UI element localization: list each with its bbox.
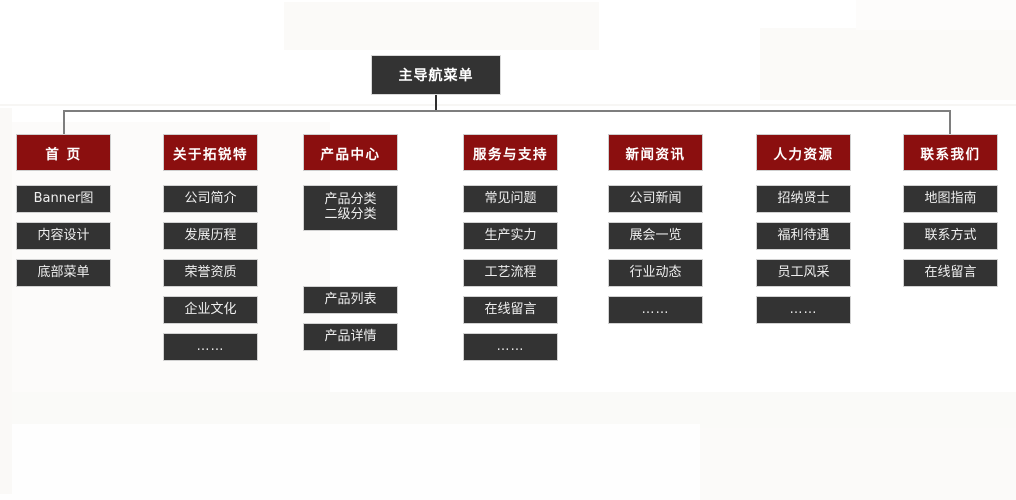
node-home-0[interactable]: Banner图 xyxy=(16,185,111,213)
column-header-products[interactable]: 产品中心 xyxy=(303,134,398,171)
background-panel xyxy=(700,428,1016,500)
column-items-home: Banner图内容设计底部菜单 xyxy=(16,185,111,287)
column-products: 产品中心产品分类 二级分类产品列表产品详情 xyxy=(303,134,398,360)
background-panel xyxy=(0,108,12,494)
column-header-service[interactable]: 服务与支持 xyxy=(463,134,558,171)
background-panel xyxy=(284,2,599,50)
node-contact-0[interactable]: 地图指南 xyxy=(903,185,998,213)
column-items-contact: 地图指南联系方式在线留言 xyxy=(903,185,998,287)
node-about-1[interactable]: 发展历程 xyxy=(163,222,258,250)
column-home: 首 页 Banner图内容设计底部菜单 xyxy=(16,134,111,296)
root-node-main-navigation-menu[interactable]: 主导航菜单 xyxy=(371,55,501,95)
column-items-news: 公司新闻展会一览行业动态 …… xyxy=(608,185,703,324)
column-service: 服务与支持常见问题生产实力工艺流程在线留言 …… xyxy=(463,134,558,370)
node-contact-2[interactable]: 在线留言 xyxy=(903,259,998,287)
node-service-1[interactable]: 生产实力 xyxy=(463,222,558,250)
node-news-3[interactable]: …… xyxy=(608,296,703,324)
column-items-products: 产品分类 二级分类产品列表产品详情 xyxy=(303,185,398,351)
node-contact-1[interactable]: 联系方式 xyxy=(903,222,998,250)
column-header-about[interactable]: 关于拓锐特 xyxy=(163,134,258,171)
node-news-0[interactable]: 公司新闻 xyxy=(608,185,703,213)
connector-drop-left xyxy=(63,110,65,134)
node-home-2[interactable]: 底部菜单 xyxy=(16,259,111,287)
column-header-hr[interactable]: 人力资源 xyxy=(756,134,851,171)
node-news-1[interactable]: 展会一览 xyxy=(608,222,703,250)
connector-drop-right xyxy=(949,110,951,134)
node-about-3[interactable]: 企业文化 xyxy=(163,296,258,324)
column-header-contact[interactable]: 联系我们 xyxy=(903,134,998,171)
node-about-4[interactable]: …… xyxy=(163,333,258,361)
node-news-2[interactable]: 行业动态 xyxy=(608,259,703,287)
node-service-3[interactable]: 在线留言 xyxy=(463,296,558,324)
node-service-4[interactable]: …… xyxy=(463,333,558,361)
node-products-2[interactable]: 产品详情 xyxy=(303,323,398,351)
node-hr-1[interactable]: 福利待遇 xyxy=(756,222,851,250)
column-items-service: 常见问题生产实力工艺流程在线留言 …… xyxy=(463,185,558,361)
node-about-0[interactable]: 公司简介 xyxy=(163,185,258,213)
column-header-home[interactable]: 首 页 xyxy=(16,134,111,171)
background-panel xyxy=(856,0,1016,30)
node-products-1[interactable]: 产品列表 xyxy=(303,286,398,314)
background-panel xyxy=(0,392,1016,440)
column-items-hr: 招纳贤士福利待遇员工风采 …… xyxy=(756,185,851,324)
background-panel xyxy=(0,424,700,500)
column-items-about: 公司简介发展历程荣誉资质企业文化 …… xyxy=(163,185,258,361)
node-hr-2[interactable]: 员工风采 xyxy=(756,259,851,287)
column-contact: 联系我们地图指南联系方式在线留言 xyxy=(903,134,998,296)
background-panel xyxy=(0,104,1016,106)
node-hr-3[interactable]: …… xyxy=(756,296,851,324)
connector-horizontal-bus xyxy=(63,110,951,112)
column-news: 新闻资讯公司新闻展会一览行业动态 …… xyxy=(608,134,703,333)
node-about-2[interactable]: 荣誉资质 xyxy=(163,259,258,287)
node-home-1[interactable]: 内容设计 xyxy=(16,222,111,250)
column-header-news[interactable]: 新闻资讯 xyxy=(608,134,703,171)
column-about: 关于拓锐特公司简介发展历程荣誉资质企业文化 …… xyxy=(163,134,258,370)
column-hr: 人力资源招纳贤士福利待遇员工风采 …… xyxy=(756,134,851,333)
node-service-2[interactable]: 工艺流程 xyxy=(463,259,558,287)
background-panel xyxy=(760,28,1016,100)
node-hr-0[interactable]: 招纳贤士 xyxy=(756,185,851,213)
node-products-0[interactable]: 产品分类 二级分类 xyxy=(303,185,398,231)
node-service-0[interactable]: 常见问题 xyxy=(463,185,558,213)
connector-root-stem xyxy=(435,95,437,111)
